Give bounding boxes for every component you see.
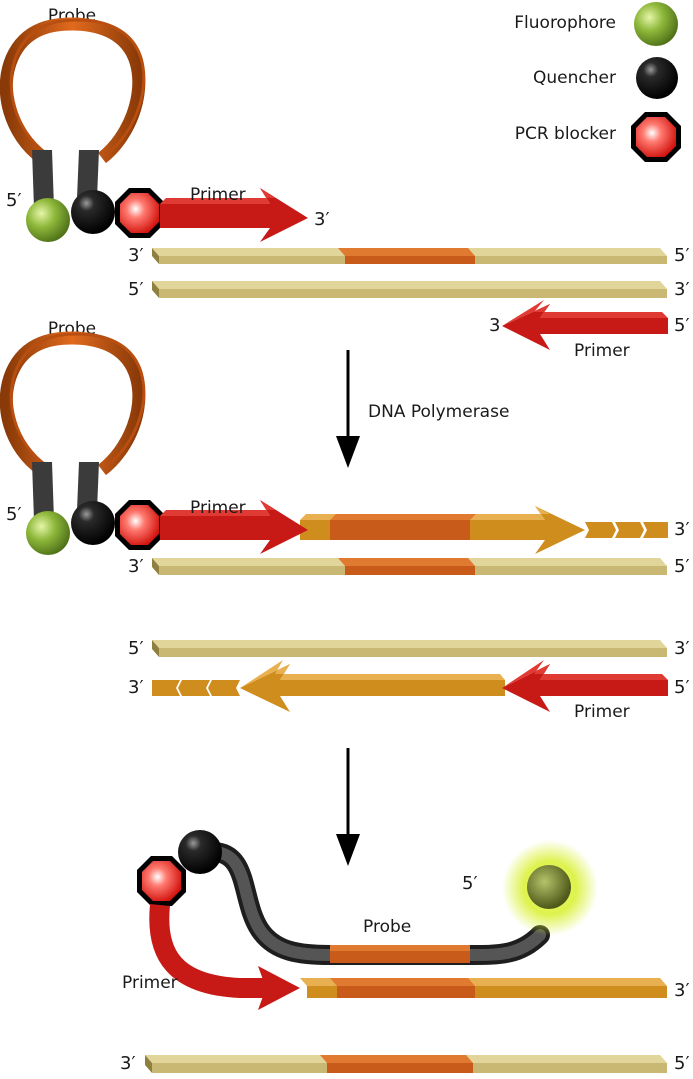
extension-3prime-label: 3′ (674, 519, 690, 540)
strand-5prime-label-4: 5′ (128, 638, 144, 659)
target-region-1 (345, 256, 475, 264)
opened-probe-strand (200, 842, 550, 965)
quencher-3 (178, 830, 222, 874)
primer-reverse-2 (502, 664, 668, 712)
down-arrow-icon-2 (336, 834, 360, 866)
fluorophore-1 (26, 198, 70, 242)
primer-forward-2 (160, 500, 308, 554)
probe-hairpin-loop-2 (0, 331, 146, 476)
primer-label-3: Primer (190, 498, 246, 518)
growing-nucleotide-3 (643, 522, 668, 538)
growing-nucleotide-1 (585, 522, 616, 538)
primer-label-1: Primer (190, 185, 246, 205)
primer-reverse-1 (502, 304, 668, 350)
down-arrow-icon (336, 436, 360, 468)
reverse-extension-3prime-label: 3′ (128, 677, 144, 698)
quencher-1 (71, 190, 115, 234)
probe-stem-left (32, 150, 54, 208)
probe-5prime-label-1: 5′ (6, 190, 22, 211)
strand-5prime-label-3: 5′ (674, 556, 690, 577)
strand-3prime-label-5: 3′ (120, 1053, 136, 1074)
panel-3-detection: Probe 5′ Primer 3′ 3′ 5′ (120, 830, 690, 1074)
reverse-primer-3-label: 3 (489, 315, 500, 336)
probe-hairpin-rim (9, 18, 146, 156)
panel-2-extension: Probe 5′ 3′ Primer 3′ 5′ 5′ (0, 319, 690, 722)
probe-label-3: Probe (363, 917, 411, 937)
growing-nucleotide-4 (208, 680, 240, 696)
primer-3prime-label-1: 3′ (314, 209, 330, 230)
growing-nucleotide-2 (615, 522, 644, 538)
target-region-3 (337, 986, 475, 998)
extension-product-reverse (240, 664, 505, 712)
pcr-blocker-1 (120, 193, 159, 233)
strand-5prime-label-2: 5′ (128, 279, 144, 300)
primer-label-2: Primer (574, 341, 630, 361)
primer-label-4: Primer (574, 702, 630, 722)
primer-curved (149, 904, 270, 998)
extension-target-region (330, 520, 470, 540)
probe-5prime-label-3: 5′ (462, 873, 478, 894)
probe-hairpin-loop (0, 17, 146, 164)
quencher-2 (71, 501, 115, 545)
growing-nucleotide-5 (178, 680, 210, 696)
primer-label-5: Primer (122, 973, 178, 993)
fluorophore-emitting (527, 865, 571, 909)
reverse-primer-5prime-label-2: 5′ (674, 677, 690, 698)
reverse-primer-5prime-label: 5′ (674, 315, 690, 336)
dna-polymerase-label: DNA Polymerase (368, 402, 509, 422)
probe-stem-right (77, 150, 99, 198)
primer-arrowhead-3 (258, 966, 300, 1010)
legend-quencher-label: Quencher (533, 68, 616, 88)
template-strand-bottom-1 (159, 289, 667, 298)
pcr-blocker-2 (120, 505, 159, 545)
fluorophore-icon (634, 2, 678, 46)
target-region-2 (345, 566, 475, 575)
legend-fluorophore-label: Fluorophore (514, 13, 616, 33)
primer-forward-1 (160, 188, 308, 242)
probe-stem-left-2 (32, 462, 54, 520)
fluorophore-2 (26, 511, 70, 555)
strand-3prime-label-1: 3′ (128, 245, 144, 266)
strand-3prime-label-2: 3′ (674, 279, 690, 300)
target-region-4 (327, 1063, 473, 1073)
pcr-blocker-icon (636, 117, 676, 157)
growing-nucleotide-6 (152, 680, 180, 696)
pcr-blocker-3 (142, 861, 181, 901)
template-strand-bottom-2 (159, 648, 667, 657)
strand-5prime-label-5: 5′ (674, 1053, 690, 1074)
legend: Fluorophore Quencher PCR blocker (514, 2, 681, 162)
strand-3prime-label-4: 3′ (674, 638, 690, 659)
extended-3prime-label: 3′ (674, 980, 690, 1001)
legend-blocker-label: PCR blocker (515, 124, 616, 144)
opening-step-arrow (336, 748, 360, 866)
polymerase-step-arrow: DNA Polymerase (336, 350, 509, 468)
probe-5prime-label-2: 5′ (6, 504, 22, 525)
strand-3prime-label-3: 3′ (128, 556, 144, 577)
probe-stem-right-2 (77, 462, 99, 510)
quencher-icon (636, 57, 678, 99)
panel-1-annealing: Probe 5′ Primer 3′ 3′ 5′ 5′ 3′ 3 (0, 6, 690, 361)
strand-5prime-label-1: 5′ (674, 245, 690, 266)
